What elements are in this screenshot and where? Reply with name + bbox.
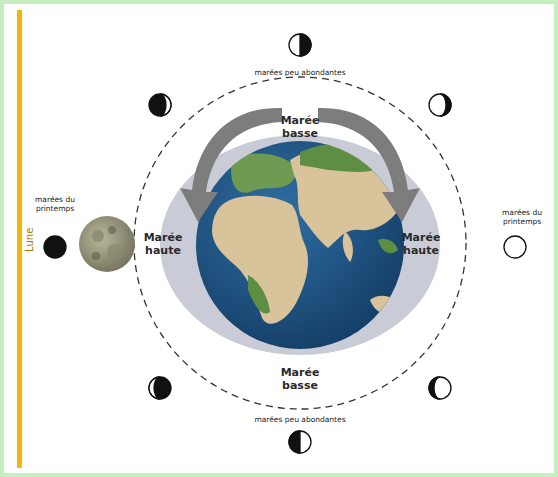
tide-note: marées peu abondantes	[235, 69, 365, 78]
moon-phase	[44, 34, 526, 453]
side-bar	[17, 10, 22, 468]
tide-label: Marée basse	[278, 115, 322, 140]
tide-note: marées peu abondantes	[235, 416, 365, 425]
tide-note: marées du printemps	[497, 209, 547, 226]
moon	[79, 216, 135, 272]
tide-note: marées du printemps	[30, 196, 80, 213]
moon-orbit	[134, 77, 466, 409]
earth	[196, 141, 407, 349]
side-title: Lune	[24, 210, 36, 270]
tide-label: Marée basse	[278, 367, 322, 392]
rotation-arrow	[180, 108, 420, 222]
tide-label: Marée haute	[141, 232, 185, 257]
tide-label: Marée haute	[399, 232, 443, 257]
